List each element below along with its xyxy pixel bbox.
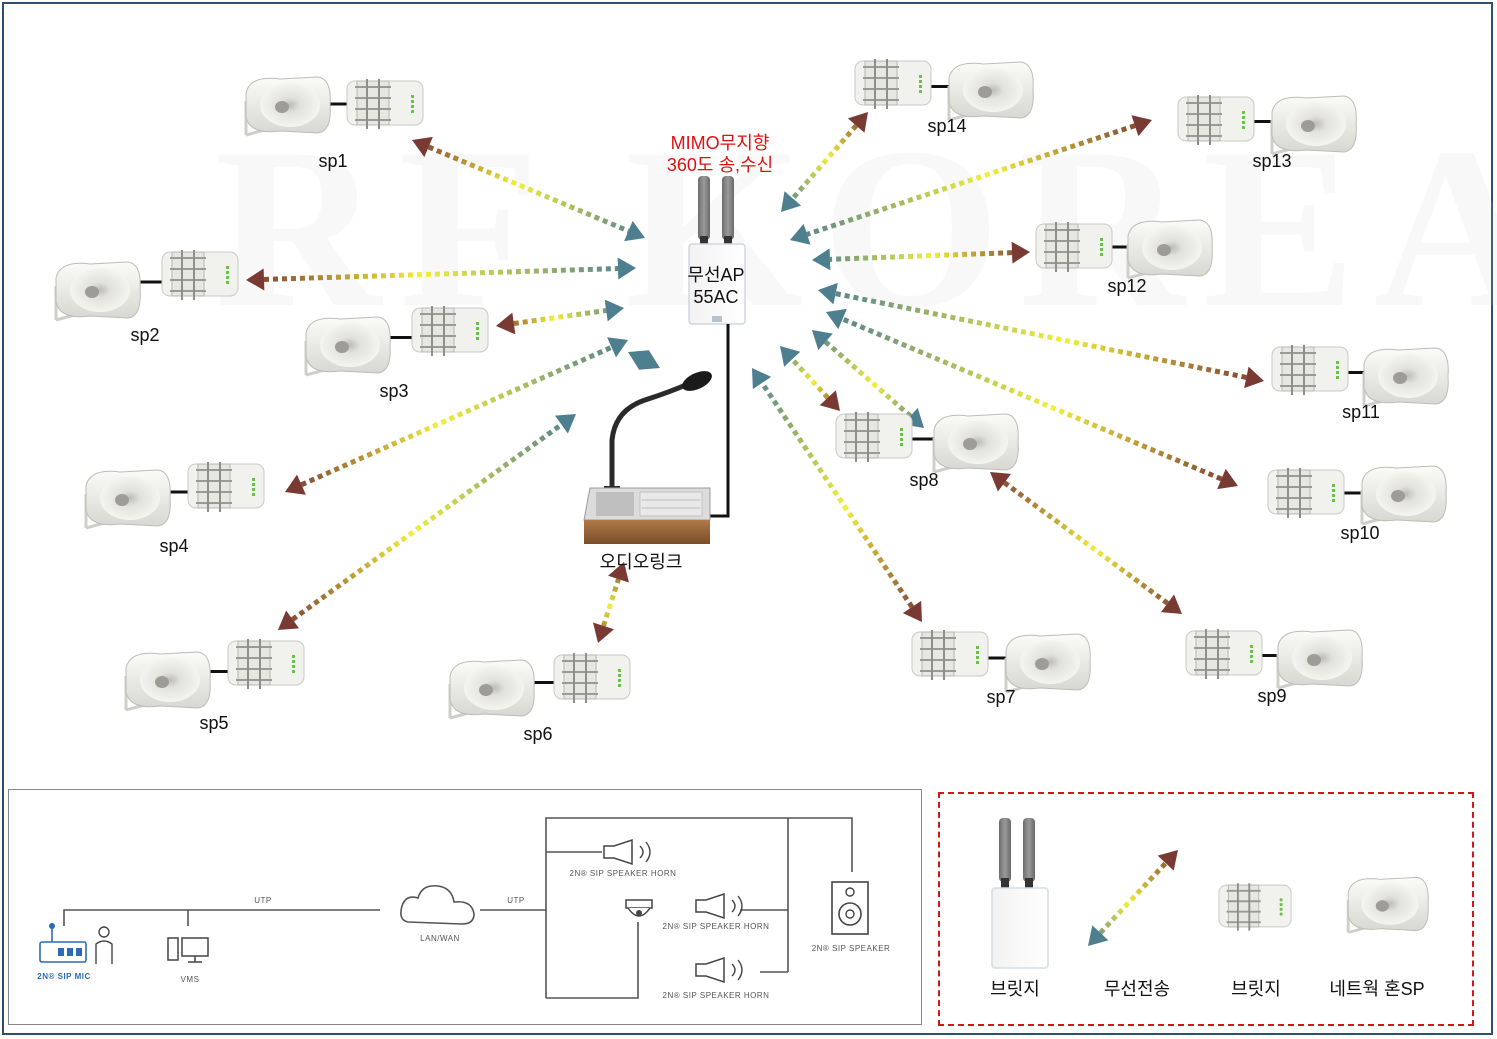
- utp-label-2: UTP: [507, 896, 525, 905]
- speaker-unit-sp7: [911, 630, 1091, 694]
- legend-horn-icon: [1346, 876, 1429, 934]
- speaker-unit-sp8: [835, 412, 1019, 474]
- legend-bridge-ap-label: 브릿지: [990, 979, 1040, 999]
- speaker-unit-sp3: [304, 306, 489, 377]
- wireless-arrow-2: [246, 257, 636, 291]
- legend-horn-sp-label: 네트웍 혼SP: [1329, 979, 1425, 999]
- speaker-unit-sp10: [1267, 465, 1447, 526]
- speaker-label-sp1: sp1: [318, 151, 348, 171]
- audio-link-console-icon: [583, 371, 712, 544]
- speaker-label-sp5: sp5: [199, 713, 229, 733]
- ap-note: MIMO무지향 360도 송,수신: [667, 132, 773, 176]
- legend-arrow: [1088, 850, 1178, 946]
- utp-label-1: UTP: [254, 896, 272, 905]
- wireless-arrow-8: [781, 112, 868, 212]
- speaker-label-sp6: sp6: [523, 724, 553, 744]
- ap-console-cable: [710, 324, 730, 518]
- vms-label: VMS: [180, 975, 200, 984]
- wireless-arrow-11: [818, 282, 1264, 389]
- sip-mic-label: 2N® SIP MIC: [37, 972, 91, 981]
- wireless-arrow-4: [285, 337, 628, 495]
- access-point-icon: [688, 176, 746, 325]
- wireless-arrow-13: [990, 472, 1182, 614]
- speaker-label-sp3: sp3: [379, 381, 409, 401]
- speaker-unit-sp14: [854, 59, 1034, 122]
- legend-bridge-icon: [1218, 883, 1292, 931]
- legend-wireless-arrow: [1088, 850, 1178, 946]
- network-diagram-panel: [8, 789, 922, 1025]
- legend-unit-icons: [1218, 876, 1429, 934]
- network-diagram-icons: [39, 838, 869, 984]
- speaker-label-sp7: sp7: [986, 687, 1016, 707]
- speaker-label-sp4: sp4: [159, 536, 189, 556]
- speaker-label-sp10: sp10: [1340, 523, 1380, 543]
- wireless-arrow-5: [278, 414, 576, 630]
- network-diagram-lines: [63, 817, 853, 999]
- legend-panel: [938, 792, 1474, 1026]
- wireless-arrow-7: [628, 350, 660, 370]
- speaker-unit-sp6: [448, 653, 631, 720]
- wireless-arrow-1: [412, 136, 645, 242]
- wireless-arrow-3: [496, 299, 624, 335]
- wireless-arrow-15: [780, 346, 840, 411]
- horn-label-2: 2N® SIP SPEAKER HORN: [662, 922, 770, 931]
- speaker-label-sp11: sp11: [1342, 402, 1380, 422]
- legend-bridge-ap-icon: [991, 818, 1049, 969]
- speaker-label-sp14: sp14: [927, 116, 967, 136]
- wireless-arrow-12: [826, 308, 1238, 490]
- ap-label: 무선AP 55AC: [687, 264, 744, 308]
- speaker-label-sp9: sp9: [1257, 686, 1287, 706]
- speaker-unit-sp1: [244, 76, 424, 137]
- console-label: 오디오링크: [599, 552, 683, 572]
- horn-label-1: 2N® SIP SPEAKER HORN: [569, 869, 677, 878]
- speaker-label-sp2: sp2: [130, 325, 160, 345]
- lan-wan-label: LAN/WAN: [420, 934, 460, 943]
- wireless-arrow-9: [790, 115, 1152, 245]
- ap-note-line2: 360도 송,수신: [666, 155, 774, 175]
- speaker-unit-sp4: [84, 462, 265, 530]
- speaker-unit-sp2: [54, 250, 239, 322]
- ap-label-line1: 무선AP: [687, 265, 745, 285]
- speaker-label-sp13: sp13: [1252, 151, 1292, 171]
- speaker-unit-sp13: [1177, 95, 1357, 156]
- ap-note-line1: MIMO무지향: [670, 133, 770, 153]
- wireless-arrows: [246, 112, 1264, 643]
- speaker-unit-sp12: [1035, 219, 1213, 280]
- wireless-arrow-10: [812, 241, 1030, 271]
- wireless-arrow-14: [752, 368, 922, 622]
- speaker-unit-sp9: [1185, 629, 1363, 690]
- legend-bridge-label: 브릿지: [1231, 979, 1281, 999]
- horn-label-3: 2N® SIP SPEAKER HORN: [662, 991, 770, 1000]
- ap-label-line2: 55AC: [693, 287, 739, 307]
- speaker-label-sp8: sp8: [909, 470, 939, 490]
- speaker-units: [54, 59, 1449, 720]
- speaker-unit-sp11: [1271, 345, 1449, 408]
- wireless-arrow-6: [593, 562, 629, 643]
- speaker-unit-sp5: [124, 639, 305, 712]
- legend-wireless-label: 무선전송: [1103, 979, 1171, 999]
- sip-speaker-label: 2N® SIP SPEAKER: [811, 944, 891, 953]
- speaker-label-sp12: sp12: [1107, 276, 1147, 296]
